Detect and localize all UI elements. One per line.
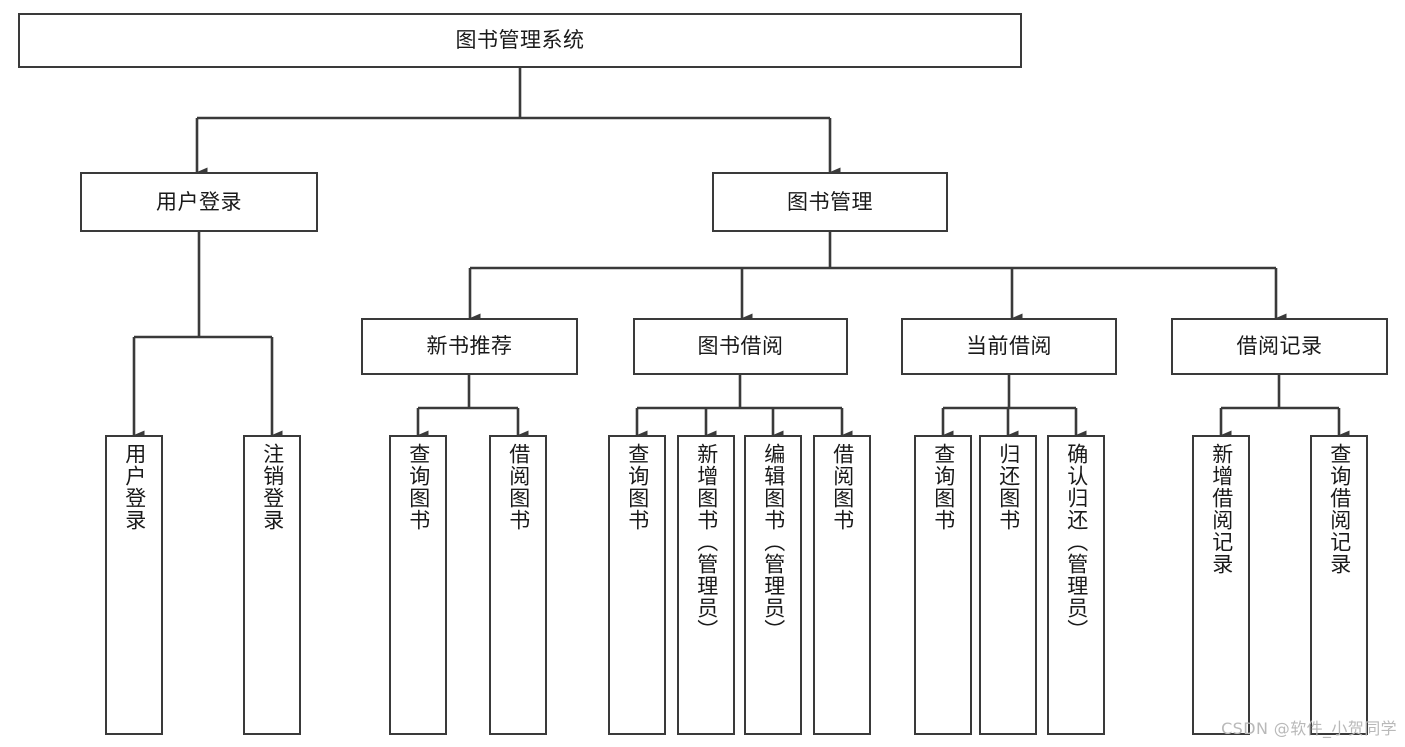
leaf-add-book-label: 新增图书（管理员） [694, 443, 719, 641]
node-borrow-record-label: 借阅记录 [1236, 334, 1323, 359]
node-root[interactable]: 图书管理系统 [18, 13, 1022, 68]
node-new-book-recommend-label: 新书推荐 [426, 334, 513, 359]
leaf-add-book[interactable]: 新增图书（管理员） [677, 435, 735, 735]
leaf-query-book-2-label: 查询图书 [625, 443, 650, 531]
leaf-confirm-return-label: 确认归还（管理员） [1064, 443, 1089, 641]
node-book-borrow[interactable]: 图书借阅 [633, 318, 848, 375]
leaf-borrow-book-1[interactable]: 借阅图书 [489, 435, 547, 735]
connector-group [132, 68, 1350, 440]
node-book-borrow-label: 图书借阅 [697, 334, 784, 359]
leaf-query-book-1-label: 查询图书 [406, 443, 431, 531]
leaf-borrow-book-2[interactable]: 借阅图书 [813, 435, 871, 735]
leaf-add-record-label: 新增借阅记录 [1209, 443, 1234, 575]
leaf-add-record[interactable]: 新增借阅记录 [1192, 435, 1250, 735]
leaf-borrow-book-1-label: 借阅图书 [506, 443, 531, 531]
leaf-query-book-3-label: 查询图书 [931, 443, 956, 531]
leaf-user-login-label: 用户登录 [122, 443, 147, 531]
node-user-login[interactable]: 用户登录 [80, 172, 318, 232]
leaf-return-book[interactable]: 归还图书 [979, 435, 1037, 735]
node-borrow-record[interactable]: 借阅记录 [1171, 318, 1388, 375]
leaf-user-login[interactable]: 用户登录 [105, 435, 163, 735]
leaf-logout-label: 注销登录 [260, 443, 285, 531]
leaf-query-book-2[interactable]: 查询图书 [608, 435, 666, 735]
leaf-query-book-1[interactable]: 查询图书 [389, 435, 447, 735]
leaf-borrow-book-2-label: 借阅图书 [830, 443, 855, 531]
leaf-return-book-label: 归还图书 [996, 443, 1021, 531]
node-book-manage[interactable]: 图书管理 [712, 172, 948, 232]
node-current-borrow[interactable]: 当前借阅 [901, 318, 1117, 375]
leaf-query-record[interactable]: 查询借阅记录 [1310, 435, 1368, 735]
node-root-label: 图书管理系统 [455, 28, 585, 53]
leaf-confirm-return[interactable]: 确认归还（管理员） [1047, 435, 1105, 735]
node-user-login-label: 用户登录 [156, 189, 242, 214]
leaf-query-book-3[interactable]: 查询图书 [914, 435, 972, 735]
leaf-edit-book-label: 编辑图书（管理员） [761, 443, 786, 641]
node-new-book-recommend[interactable]: 新书推荐 [361, 318, 578, 375]
leaf-query-record-label: 查询借阅记录 [1327, 443, 1352, 575]
node-current-borrow-label: 当前借阅 [966, 334, 1052, 359]
leaf-logout[interactable]: 注销登录 [243, 435, 301, 735]
node-book-manage-label: 图书管理 [787, 189, 873, 214]
leaf-edit-book[interactable]: 编辑图书（管理员） [744, 435, 802, 735]
